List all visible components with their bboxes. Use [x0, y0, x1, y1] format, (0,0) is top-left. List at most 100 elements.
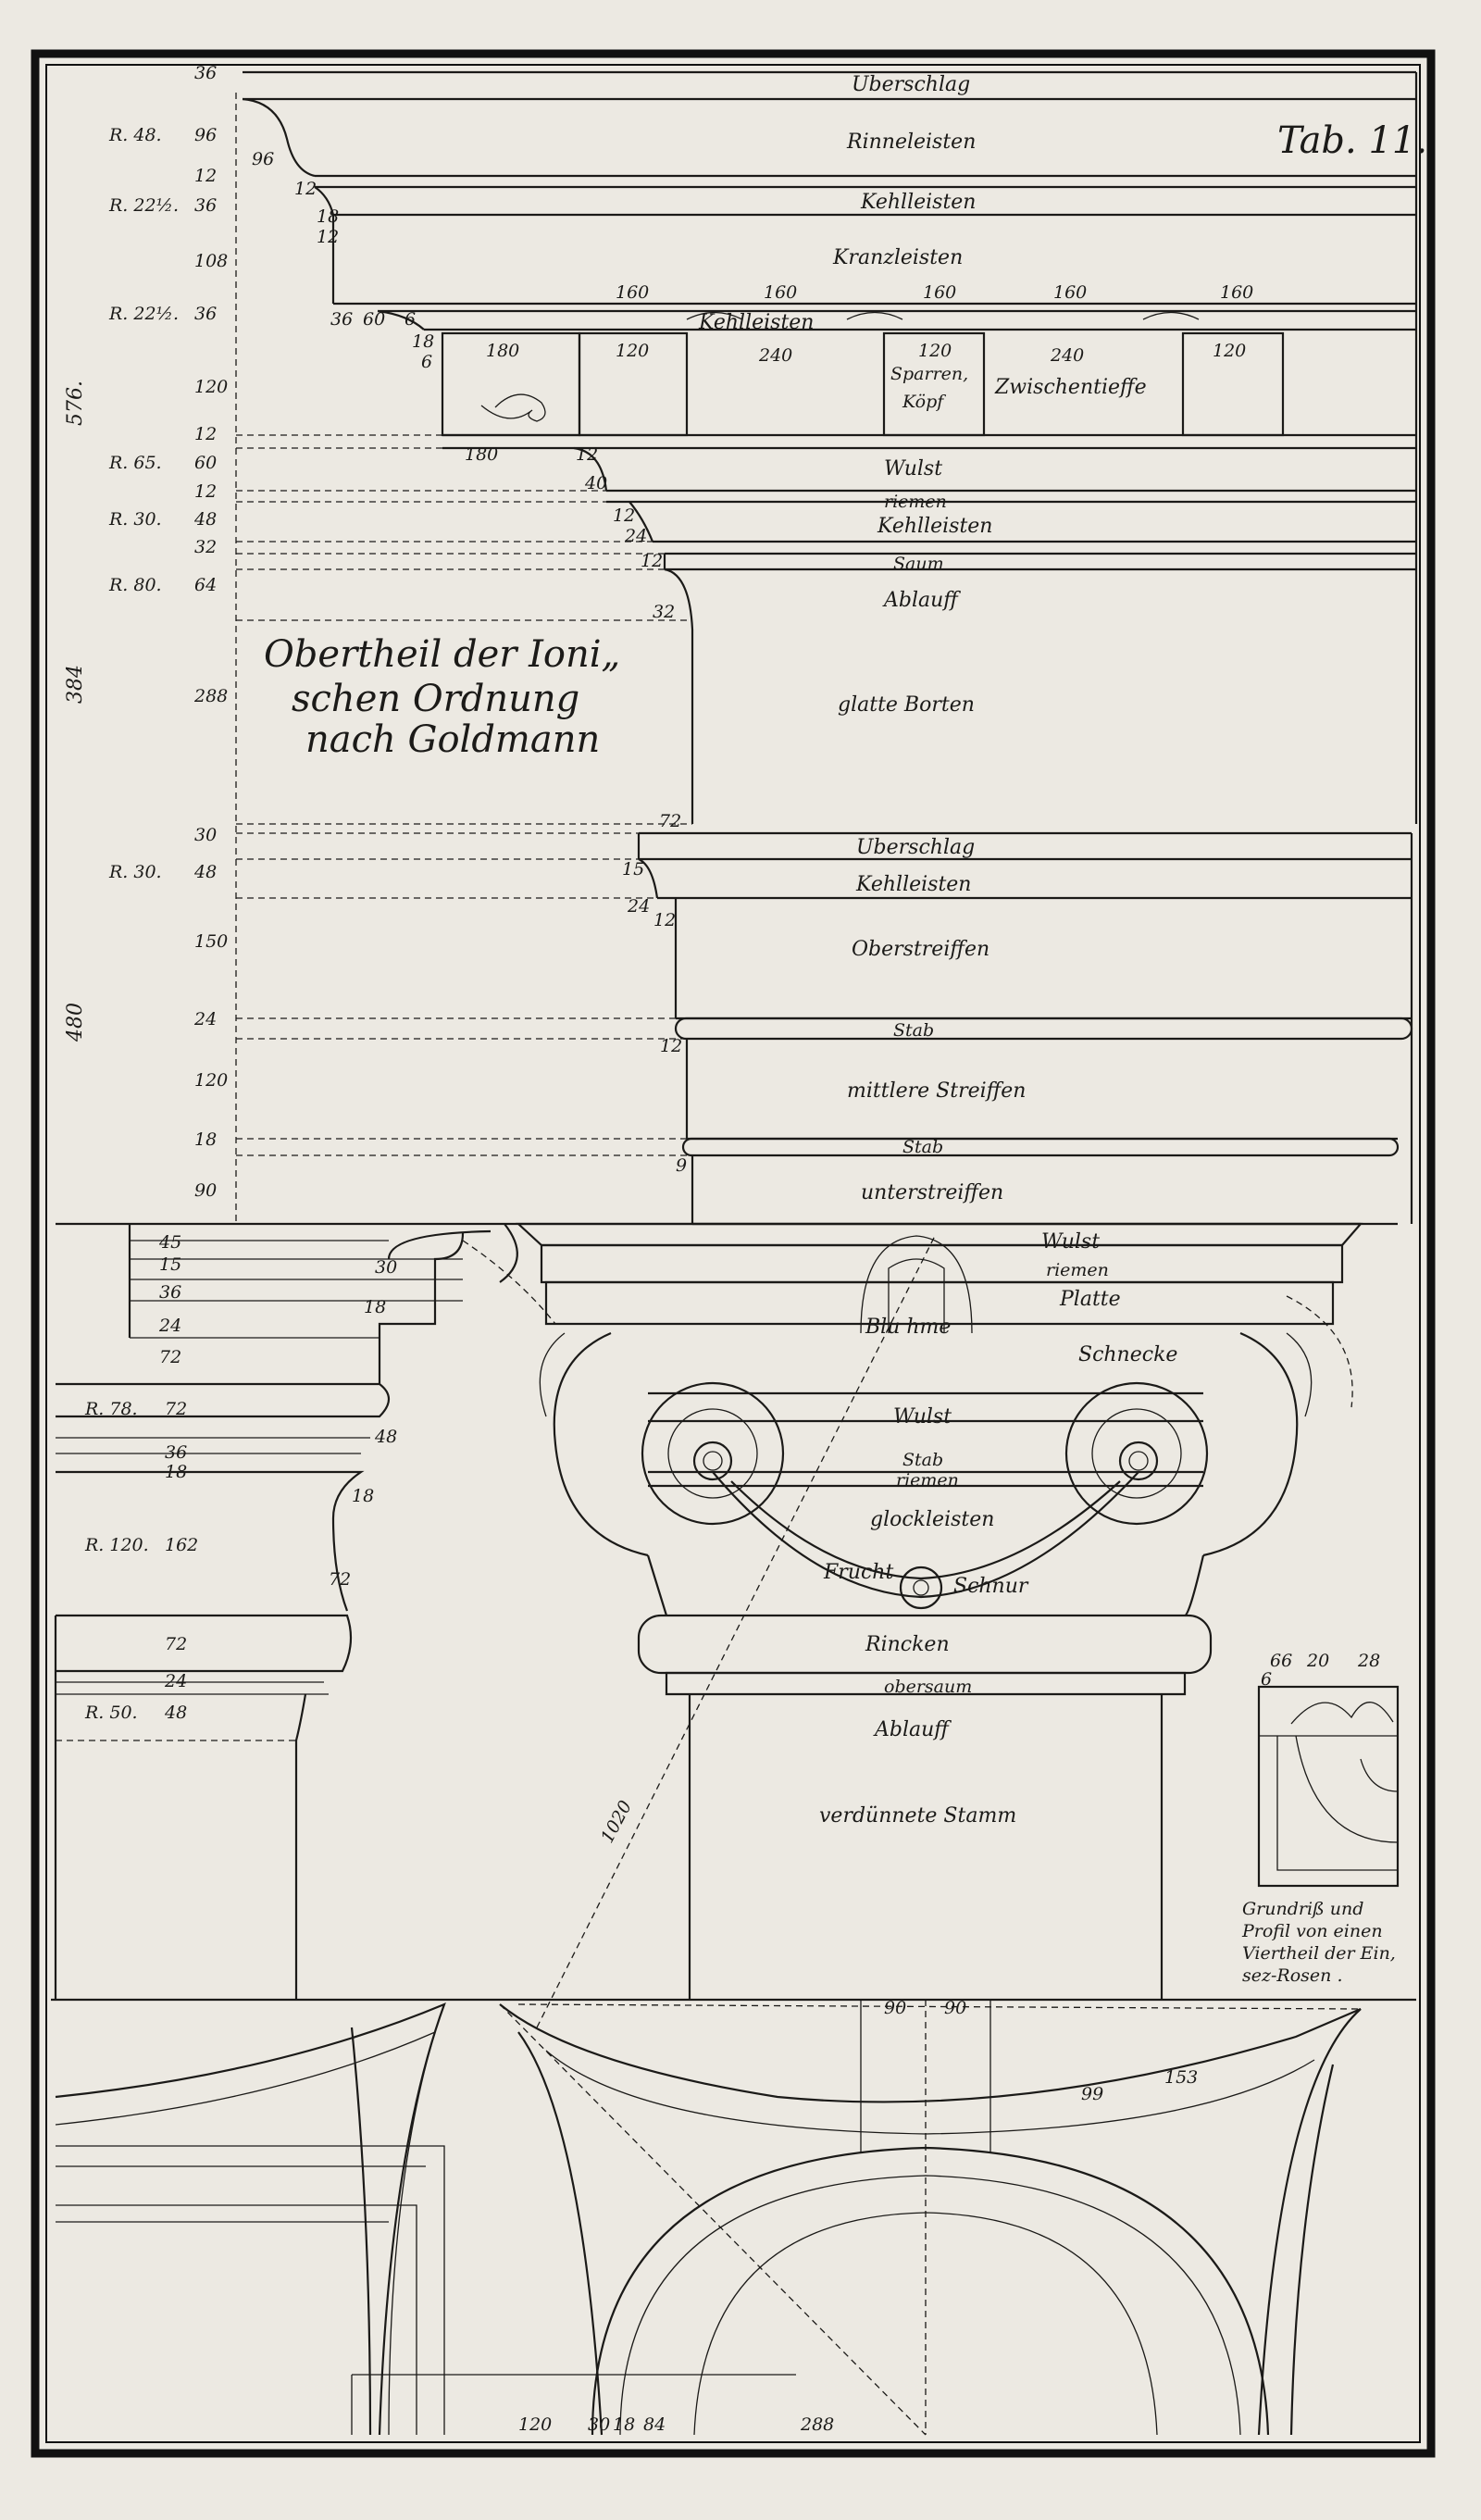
base-projection: 18: [352, 1486, 374, 1506]
capital-label: glockleisten: [870, 1508, 994, 1531]
capital-label: Schnur: [953, 1575, 1029, 1598]
height-value: 64: [194, 575, 217, 595]
capital-label: verdünnete Stamm: [819, 1804, 1016, 1828]
cornice-member-label: riemen: [884, 492, 947, 512]
projection-number: 9: [676, 1155, 687, 1176]
radius-label: R. 48.: [108, 125, 162, 145]
height-value: 12: [194, 481, 217, 502]
radius-label: R. 65.: [108, 453, 162, 473]
base-height-value: 18: [165, 1462, 187, 1482]
capital-dimension: 45: [158, 1232, 181, 1253]
base-radius-label: R. 120.: [84, 1535, 149, 1555]
bottom-dimension: 30: [588, 2414, 610, 2435]
rosette-dimension: 6: [1261, 1669, 1272, 1690]
bottom-dimension: 120: [518, 2414, 552, 2435]
cornice-member-label: Kehlleisten: [877, 515, 992, 538]
capital-label: Ablauff: [873, 1718, 952, 1741]
rosette-caption: Profil von einen: [1241, 1921, 1383, 1941]
zwischen-label: Zwischentieffe: [994, 376, 1147, 399]
plate-title-line-3: nach Goldmann: [305, 718, 600, 761]
soffit-dimension: 90: [884, 1998, 906, 2018]
section-total: 576.: [64, 380, 87, 426]
projection-number: 24: [627, 896, 650, 917]
height-value: 30: [194, 825, 217, 845]
height-value: 32: [194, 537, 217, 557]
bottom-dimension: 84: [643, 2414, 666, 2435]
base-height-value: 162: [165, 1535, 198, 1555]
height-value: 36: [194, 195, 217, 216]
architrave-member-label: Kehlleisten: [855, 873, 971, 896]
cornice-member-label: Ablauff: [882, 589, 961, 612]
dentil-label: 240: [1050, 345, 1084, 366]
soffit-plan: [51, 1998, 1416, 2436]
capital-label: Schnecke: [1078, 1343, 1177, 1366]
capital-dimension: 36: [159, 1282, 181, 1303]
capital-dimension: 72: [159, 1347, 181, 1367]
capital-label: riemen: [896, 1470, 959, 1491]
height-value: 18: [194, 1129, 217, 1150]
capital-label: Wulst: [893, 1405, 952, 1428]
cornice-member-label: Saum: [893, 554, 944, 574]
rosette-caption: sez-Rosen .: [1242, 1965, 1342, 1986]
height-value: 90: [194, 1180, 217, 1201]
height-value: 96: [194, 125, 217, 145]
projection-number: 72: [659, 811, 681, 831]
projection-number: 12: [613, 505, 635, 526]
projection-number: 12: [317, 227, 339, 247]
height-value: 48: [193, 862, 217, 882]
projection-number: 96: [252, 149, 274, 169]
rosette-dimension: 28: [1357, 1651, 1380, 1671]
capital-dimension: 15: [159, 1254, 181, 1275]
dentil-top-label: 160: [1220, 282, 1253, 303]
rosette-detail: [1257, 1685, 1400, 1888]
height-value: 120: [194, 1070, 228, 1091]
capital-label: Wulst: [1041, 1230, 1100, 1254]
height-value: 36: [194, 63, 217, 83]
architrave-member-label: Stab: [893, 1020, 934, 1041]
radius-label: R. 22½.: [108, 304, 179, 324]
projection-number: 12: [660, 1036, 682, 1056]
dentil-top-label: 160: [764, 282, 797, 303]
base-projection: 72: [329, 1569, 351, 1590]
projection-number: 12: [576, 444, 598, 465]
projection-number: 32: [653, 602, 675, 622]
soffit-dimension: 99: [1081, 2084, 1103, 2104]
dentil-label: 180: [486, 341, 519, 361]
architrave-member-label: mittlere Streiffen: [847, 1079, 1026, 1103]
base-radius-label: R. 50.: [84, 1703, 138, 1723]
projection-number: 18: [317, 206, 339, 227]
rosette-dimension: 20: [1306, 1651, 1329, 1671]
radius-label: R. 80.: [108, 575, 162, 595]
dentil-label: 120: [918, 341, 952, 361]
soffit-dimension: 90: [944, 1998, 966, 2018]
architrave-member-label: unterstreiffen: [861, 1181, 1003, 1204]
height-value: 60: [194, 453, 217, 473]
cornice-member-label: Kehlleisten: [860, 191, 976, 214]
dentil-label: 120: [1213, 341, 1246, 361]
dentil-label: 120: [616, 341, 649, 361]
base-projection: 48: [374, 1427, 397, 1447]
height-value: 48: [193, 509, 217, 530]
capital: [54, 1222, 1363, 2028]
projection-number: 60: [363, 309, 385, 330]
sparren-label: Sparren,: [890, 364, 968, 384]
capital-label: Blu hme: [865, 1316, 951, 1339]
bottom-dimension: 18: [613, 2414, 635, 2435]
projection-number: 12: [294, 179, 317, 199]
capital-label: Platte: [1059, 1288, 1121, 1311]
height-value: 288: [193, 686, 228, 706]
architrave-member-label: Uberschlag: [856, 836, 975, 859]
capital-label: Frucht: [823, 1561, 893, 1584]
outer-frame: [31, 49, 1436, 2458]
rosette-dimension: 66: [1270, 1651, 1292, 1671]
bottom-dimension: 288: [800, 2414, 834, 2435]
dentil-top-label: 160: [1053, 282, 1087, 303]
dentil-top-label: 160: [616, 282, 649, 303]
projection-number: 36: [330, 309, 353, 330]
cornice-member-label: Kranzleisten: [832, 246, 963, 269]
plate-title-line-2: schen Ordnung: [292, 678, 579, 720]
height-value: 36: [194, 304, 217, 324]
section-total: 384: [64, 665, 87, 704]
